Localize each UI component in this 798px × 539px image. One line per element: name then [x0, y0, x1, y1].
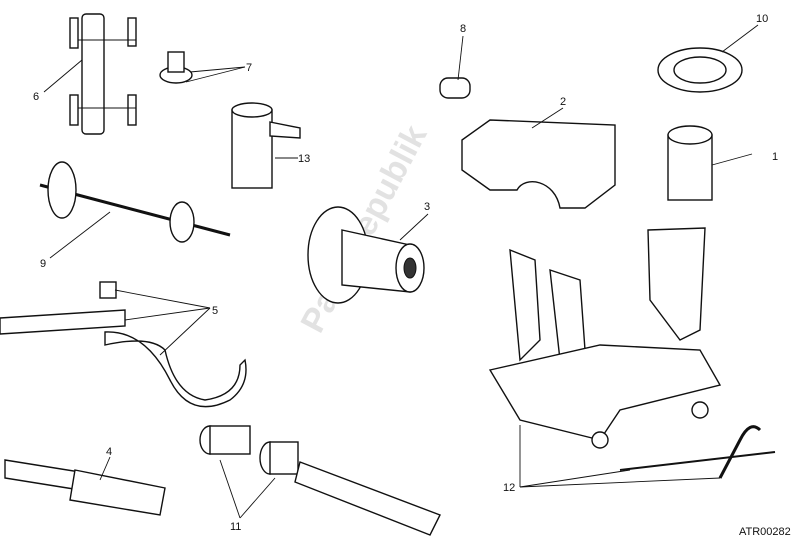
part-1[interactable]	[667, 125, 713, 201]
callout-13: 13	[298, 153, 310, 165]
part-6[interactable]	[69, 13, 137, 135]
part-9[interactable]	[39, 161, 231, 243]
callout-6: 6	[33, 91, 39, 103]
callout-1: 1	[772, 151, 778, 163]
callout-7: 7	[246, 62, 252, 74]
callout-4: 4	[106, 446, 112, 458]
callout-12: 12	[503, 482, 515, 494]
part-10[interactable]	[657, 47, 743, 93]
part-4[interactable]	[4, 459, 166, 516]
reference-code: ATR00282	[739, 526, 791, 538]
callout-3: 3	[424, 201, 430, 213]
part-5[interactable]	[0, 281, 247, 408]
callout-5: 5	[212, 305, 218, 317]
callout-9: 9	[40, 258, 46, 270]
callout-11: 11	[230, 521, 241, 533]
part-11[interactable]	[199, 425, 441, 536]
leader-lines	[43, 24, 759, 519]
part-3[interactable]	[307, 206, 425, 304]
part-2[interactable]	[461, 119, 616, 209]
part-13[interactable]	[231, 102, 301, 189]
callout-2: 2	[560, 96, 566, 108]
callout-8: 8	[460, 23, 466, 35]
part-12[interactable]	[488, 227, 776, 479]
part-7[interactable]	[159, 51, 193, 84]
part-8[interactable]	[439, 77, 471, 99]
callout-10: 10	[756, 13, 768, 25]
